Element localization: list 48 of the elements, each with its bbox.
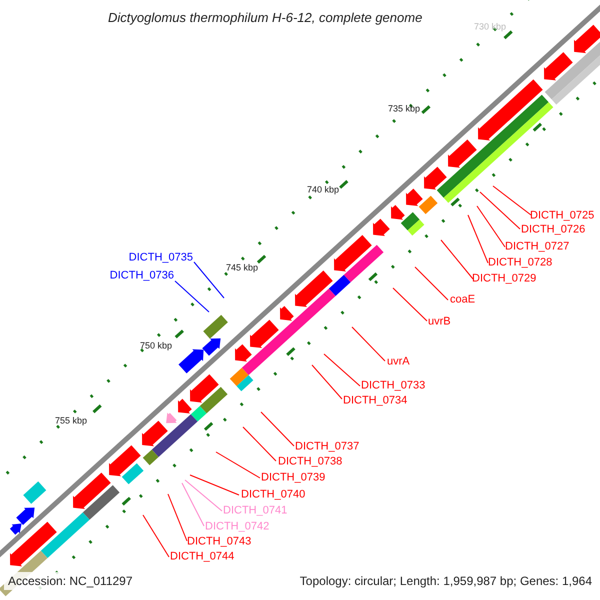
gene-label: DICTH_0741	[223, 506, 288, 516]
leader-line	[242, 426, 276, 462]
leader-line	[312, 364, 342, 400]
gene-label: DICTH_0743	[187, 536, 252, 548]
leader-line	[168, 494, 188, 542]
leader-line	[216, 452, 260, 478]
leader-line	[184, 480, 222, 512]
gene-label: DICTH_0733	[361, 380, 426, 392]
scale-label: 745 kbp	[226, 264, 258, 272]
scale-label: 750 kbp	[140, 342, 172, 350]
gene-label: coaE	[450, 294, 476, 306]
gene-label: DICTH_0727	[505, 242, 570, 252]
leader-line	[352, 326, 386, 362]
leader-line	[440, 240, 474, 280]
gene-label: DICTH_0742	[205, 522, 270, 532]
leader-line	[182, 482, 204, 526]
scale-label: 730 kbp	[474, 22, 506, 32]
gene-label: DICTH_0744	[170, 552, 234, 562]
gene-label: uvrB	[428, 316, 451, 328]
gene-label: DICTH_0726	[521, 224, 586, 236]
scale-label: 740 kbp	[306, 186, 340, 194]
leader-line	[468, 214, 488, 264]
leader-line	[260, 412, 294, 446]
leader-line	[476, 206, 506, 248]
scale-label: 735 kbp	[388, 104, 420, 114]
gene-label: DICTH_0728	[488, 258, 552, 268]
leader-line	[492, 186, 532, 216]
gene-label: DICTH_0735	[128, 252, 193, 264]
leader-line	[174, 280, 210, 312]
genome-summary-text: Topology: circular; Length: 1,959,987 bp; Genes: 1,964	[300, 575, 592, 587]
leader-line	[392, 288, 428, 322]
gene-label: DICTH_0739	[261, 472, 326, 484]
leader-line	[324, 354, 360, 386]
leader-line	[480, 192, 520, 230]
gene-label: DICTH_0738	[278, 456, 342, 468]
gene-label: DICTH_0729	[472, 274, 536, 284]
gene-label: uvrA	[387, 356, 410, 368]
leader-line	[142, 514, 170, 558]
gene-label: DICTH_0725	[530, 210, 594, 222]
gene-label: DICTH_0736	[110, 270, 174, 282]
gene-label: DICTH_0734	[343, 396, 408, 406]
leader-line	[414, 266, 448, 300]
title: Dictyoglomus thermophilum H-6-12, complete genome	[108, 11, 422, 24]
leader-line	[190, 474, 240, 496]
scale-label: 755 kbp	[54, 416, 88, 426]
gene-label: DICTH_0740	[241, 490, 306, 500]
gene-label: DICTH_0737	[295, 442, 360, 452]
leader-line	[194, 262, 224, 298]
